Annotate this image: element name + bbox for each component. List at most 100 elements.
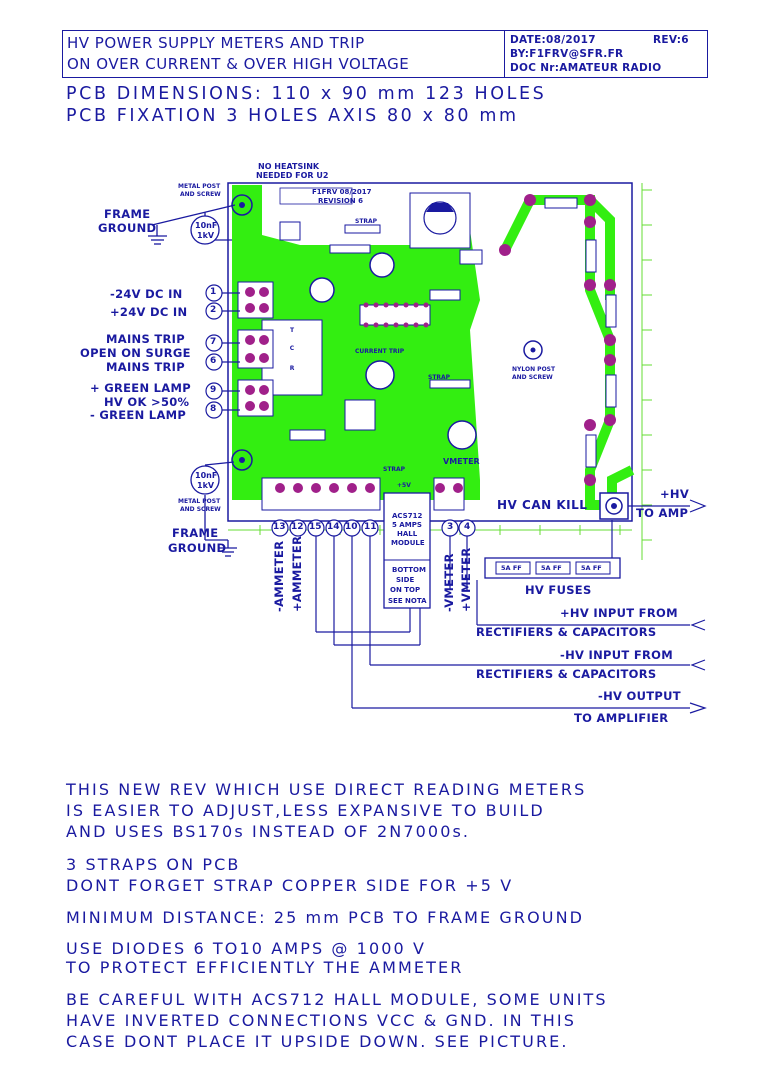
captain-logo-icon [423,201,457,235]
note-1-line-2: IS EASIER TO ADJUST,LESS EXPANSIVE TO BU… [66,801,545,820]
plus-hv-input-2: RECTIFIERS & CAPACITORS [476,625,657,639]
bottom-pin-11: 11 [364,522,377,532]
mount-hole-bottom [231,449,253,471]
metal-post-bottom-2: AND SCREW [180,506,221,513]
heatsink-note-2: NEEDED FOR U2 [256,171,329,180]
hall-module-line-4: MODULE [391,539,425,547]
hall-module-line-3: HALL [397,530,418,538]
note-5-line-2: HAVE INVERTED CONNECTIONS VCC & GND. IN … [66,1011,577,1030]
title-line-1: HV POWER SUPPLY METERS AND TRIP [67,34,365,52]
mains-trip-2-label: MAINS TRIP [106,360,185,374]
fuse-1-label: 5A FF [501,564,522,572]
hall-module-box [383,492,431,609]
frame-ground-top-2: GROUND [98,221,157,235]
note-3: MINIMUM DISTANCE: 25 mm PCB TO FRAME GRO… [66,908,585,927]
svg-text:C: C [290,345,295,352]
frame-ground-bottom-2: GROUND [168,541,227,555]
hv-divider-resistors [499,194,617,486]
cap-bottom [190,465,220,495]
pin-9: 9 [210,385,217,395]
silk-rev: REVISION 6 [318,197,363,205]
plus5v-label: +5V [397,482,411,489]
plus-hv-label: +HV [660,487,690,501]
bottom-side-line-1: BOTTOM [392,566,426,574]
bottom-side-line-2: SIDE [396,576,415,584]
svg-text:R: R [290,365,295,372]
cap-bottom-value-1: 10nF [195,471,218,480]
vmeter-trimmer [447,420,477,450]
wiring [315,505,690,709]
minus-hv-input-2: RECTIFIERS & CAPACITORS [476,667,657,681]
bottom-terminal-pads [261,477,465,511]
frame-ground-bottom-1: FRAME [172,526,219,540]
note-1-line-1: THIS NEW REV WHICH USE DIRECT READING ME… [66,780,587,799]
ground-symbol-top [148,204,236,245]
copper-pour-main [232,200,480,480]
metal-post-top-2: AND SCREW [180,191,221,198]
nylon-post-2: AND SCREW [512,374,553,381]
bottom-pin-14: 14 [327,522,340,532]
author-label: BY:F1FRV@SFR.FR [510,48,624,60]
current-trip-trimmer [365,360,395,390]
to-amp-label: TO AMP [636,506,689,520]
note-4-line-2: TO PROTECT EFFICIENTLY THE AMMETER [66,958,464,977]
terminal-block-mains-trip [237,329,274,369]
minus-hv-input-1: -HV INPUT FROM [560,648,673,662]
minus-ammeter-label: -AMMETER [272,540,286,612]
logo-area [409,192,471,249]
minus-hv-output-2: TO AMPLIFIER [574,711,669,725]
left-pin-circles [205,284,223,419]
doc-label: DOC Nr:AMATEUR RADIO [510,62,662,74]
hv-output-terminal [605,497,623,515]
title-line-2: ON OVER CURRENT & OVER HIGH VOLTAGE [67,55,410,73]
cap-bottom-value-2: 1kV [197,481,215,490]
bottom-pin-10: 10 [345,522,358,532]
fuse-2-label: 5A FF [541,564,562,572]
silk-title: F1FRV 08/2017 [312,188,372,196]
hv-can-kill-warning: HV CAN KILL [497,498,588,512]
date-label: DATE:08/2017 [510,34,596,46]
bottom-pin-13: 13 [273,522,286,532]
metal-post-top-1: METAL POST [178,183,221,190]
cap-top-value-1: 10nF [195,221,218,230]
pcb-fixation: PCB FIXATION 3 HOLES AXIS 80 x 80 mm [66,106,519,126]
current-trip-label: CURRENT TRIP [355,348,405,355]
plus-hv-input-1: +HV INPUT FROM [560,606,678,620]
bottom-pin-15: 15 [309,522,322,532]
title-block: HV POWER SUPPLY METERS AND TRIP ON OVER … [62,30,708,78]
cap-top [190,215,220,245]
ground-symbol-bottom [204,461,237,557]
pin-2: 2 [210,305,217,315]
bottom-side-line-4: SEE NOTA [388,597,427,605]
strap-label-1: STRAP [355,218,378,225]
metal-post-bottom-1: METAL POST [178,498,221,505]
fuse-3-label: 5A FF [581,564,602,572]
pin-8: 8 [210,404,217,414]
svg-text:T: T [290,327,295,334]
nylon-post-1: NYLON POST [512,366,556,373]
ruler-vertical [641,183,652,560]
minus24-label: -24V DC IN [110,287,183,301]
mains-trip-1-label: MAINS TRIP [106,332,185,346]
mount-hole-top [231,194,253,216]
open-on-surge-label: OPEN ON SURGE [80,346,191,360]
pin-7: 7 [210,337,217,347]
pcb-dimensions: PCB DIMENSIONS: 110 x 90 mm 123 HOLES [66,84,547,104]
hall-module-line-2: 5 AMPS [392,521,422,529]
arrows [689,499,707,714]
minus-hv-output-1: -HV OUTPUT [598,689,681,703]
pin-1: 1 [210,287,217,297]
green-lamp-minus-label: - GREEN LAMP [90,408,187,422]
note-1-line-3: AND USES BS170s INSTEAD OF 2N7000s. [66,822,471,841]
nylon-post-hole [523,340,543,360]
pin-6: 6 [210,356,217,366]
trimmer-2 [369,252,395,278]
green-lamp-plus-label: + GREEN LAMP [90,381,191,395]
vmeter-label: VMETER [443,457,480,466]
minus-vmeter-label: -VMETER [442,553,456,612]
note-5-line-3: CASE DONT PLACE IT UPSIDE DOWN. SEE PICT… [66,1032,569,1051]
bottom-side-line-3: ON TOP [390,586,421,594]
terminal-block-power [237,281,274,319]
strap-label-3: STRAP [383,466,406,473]
